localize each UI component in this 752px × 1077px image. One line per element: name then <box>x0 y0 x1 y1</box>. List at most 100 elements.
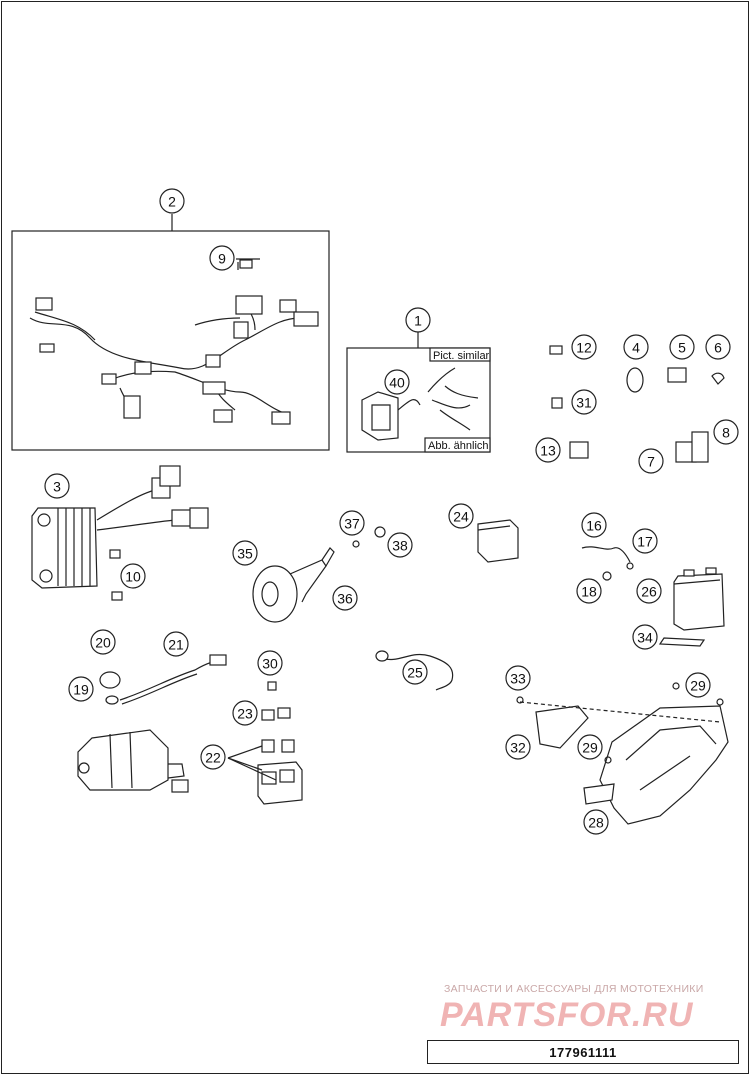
callout-28: 28 <box>583 809 609 835</box>
harness-variant-group <box>346 330 491 453</box>
callout-number: 26 <box>641 584 657 600</box>
callout-2: 2 <box>159 188 185 214</box>
callout-circle <box>159 188 185 214</box>
callout-circle <box>583 809 609 835</box>
callout-13: 13 <box>535 437 561 463</box>
pict-similar-label: Pict. similar <box>433 350 490 362</box>
callout-circle <box>209 245 235 271</box>
callout-29: 29 <box>577 734 603 760</box>
callout-33: 33 <box>505 665 531 691</box>
relay-fuse-parts <box>227 681 303 805</box>
callout-4: 4 <box>623 334 649 360</box>
callout-circle <box>387 532 413 558</box>
callout-5: 5 <box>669 334 695 360</box>
callout-number: 23 <box>237 706 253 722</box>
callout-1: 1 <box>405 307 431 333</box>
callout-number: 3 <box>53 479 61 495</box>
callout-10: 10 <box>120 563 146 589</box>
diagram-id-box: 177961111 <box>427 1040 739 1064</box>
callout-circle <box>332 585 358 611</box>
callout-number: 9 <box>218 251 226 267</box>
callout-number: 5 <box>678 340 686 356</box>
callout-circle <box>232 700 258 726</box>
callout-number: 40 <box>389 375 405 391</box>
callout-circle <box>232 540 258 566</box>
callout-number: 29 <box>690 678 706 694</box>
callout-number: 30 <box>262 656 278 672</box>
callout-number: 29 <box>582 740 598 756</box>
callout-number: 36 <box>337 591 353 607</box>
callout-18: 18 <box>576 578 602 604</box>
callout-number: 25 <box>407 665 423 681</box>
callout-26: 26 <box>636 578 662 604</box>
callout-7: 7 <box>638 448 664 474</box>
callout-number: 33 <box>510 671 526 687</box>
callout-circle <box>581 512 607 538</box>
callout-circle <box>576 578 602 604</box>
abb-aehnlich-label: Abb. ähnlich <box>428 440 489 452</box>
callout-circle <box>535 437 561 463</box>
callout-number: 32 <box>510 740 526 756</box>
callout-23: 23 <box>232 700 258 726</box>
control-unit-part <box>477 519 519 563</box>
callout-40: 40 <box>384 369 410 395</box>
wiring-harness-box <box>11 230 330 451</box>
callout-circle <box>68 676 94 702</box>
callout-32: 32 <box>505 734 531 760</box>
callout-circle <box>571 389 597 415</box>
callout-22: 22 <box>200 744 226 770</box>
callout-circle <box>705 334 731 360</box>
horn-parts <box>252 526 386 623</box>
callout-circle <box>384 369 410 395</box>
callout-number: 18 <box>581 584 597 600</box>
callout-6: 6 <box>705 334 731 360</box>
callout-number: 7 <box>647 454 655 470</box>
callout-circle <box>44 473 70 499</box>
callout-circle <box>505 734 531 760</box>
callout-21: 21 <box>163 631 189 657</box>
callout-number: 34 <box>637 630 653 646</box>
callout-circle <box>163 631 189 657</box>
starter-cable-part <box>99 654 227 705</box>
callout-circle <box>402 659 428 685</box>
callout-number: 28 <box>588 815 604 831</box>
diagram-id: 177961111 <box>549 1044 617 1060</box>
callout-19: 19 <box>68 676 94 702</box>
callout-circle <box>200 744 226 770</box>
callout-number: 21 <box>168 637 184 653</box>
watermark: ЗАПЧАСТИ И АКСЕССУАРЫ ДЛЯ МОТОТЕХНИКИ PA… <box>430 983 740 1043</box>
callout-circle <box>632 528 658 554</box>
callout-number: 19 <box>73 682 89 698</box>
callout-number: 17 <box>637 534 653 550</box>
battery-holder-parts <box>516 682 729 825</box>
ground-cable-part <box>375 650 454 691</box>
callout-number: 16 <box>586 518 602 534</box>
callout-circle <box>685 672 711 698</box>
callout-number: 31 <box>576 395 592 411</box>
callout-34: 34 <box>632 624 658 650</box>
callout-circle <box>90 629 116 655</box>
callout-circle <box>257 650 283 676</box>
callout-number: 10 <box>125 569 141 585</box>
callout-circle <box>638 448 664 474</box>
starter-motor-part <box>77 729 189 793</box>
callout-31: 31 <box>571 389 597 415</box>
callout-20: 20 <box>90 629 116 655</box>
callout-circle <box>120 563 146 589</box>
wiring-harness-group <box>11 214 330 451</box>
callout-3: 3 <box>44 473 70 499</box>
callout-number: 6 <box>714 340 722 356</box>
callout-number: 2 <box>168 194 176 210</box>
callout-number: 22 <box>205 750 221 766</box>
callout-38: 38 <box>387 532 413 558</box>
callout-circle <box>577 734 603 760</box>
callout-9: 9 <box>209 245 235 271</box>
callout-12: 12 <box>571 334 597 360</box>
battery-parts <box>581 546 725 647</box>
callout-circle <box>636 578 662 604</box>
callout-16: 16 <box>581 512 607 538</box>
small-connector-parts <box>549 345 725 463</box>
regulator-part <box>31 465 209 601</box>
callout-circle <box>713 419 739 445</box>
